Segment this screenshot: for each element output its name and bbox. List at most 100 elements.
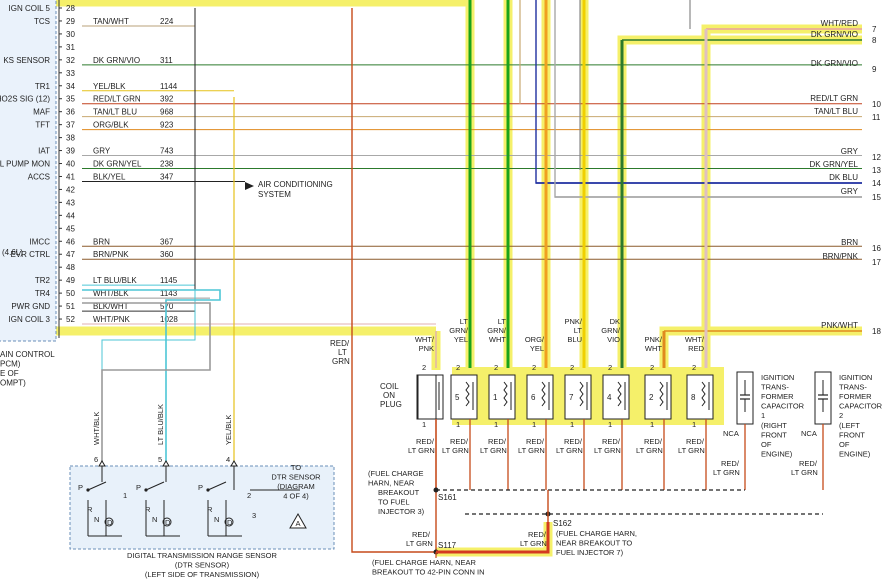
coil-pin-2: 2 — [422, 363, 426, 372]
right-wire-number: 11 — [872, 113, 881, 122]
right-wire-number: 10 — [872, 100, 881, 109]
capacitor-wire-label-2: LT GRN — [713, 468, 740, 477]
pcm-row-pin: 41 — [66, 172, 75, 181]
right-wire-label: PNK/WHT — [821, 321, 858, 330]
capacitor-1: NCAIGNITIONTRANS-FORMERCAPACITOR1(RIGHTF… — [713, 371, 805, 490]
pcm-row-pin: 52 — [66, 315, 75, 324]
capacitor-2: NCAIGNITIONTRANS-FORMERCAPACITOR2(LEFTFR… — [791, 371, 883, 490]
dtr-pin-arrow — [98, 460, 106, 467]
dtr-pin-arrow — [230, 460, 238, 467]
pcm-row-wire-color: BLK/YEL — [93, 172, 126, 181]
pcm-row-wire-color: YEL/BLK — [93, 82, 126, 91]
s117-wire-label-1: RED/ — [412, 530, 431, 539]
dtr-wire-label: WHT/BLK — [92, 412, 101, 445]
pcm-row-label: ACCS — [28, 172, 50, 181]
capacitor-title: IGNITION — [839, 373, 872, 382]
coil-pin-2: 2 — [456, 363, 460, 372]
dtr-title: (LEFT SIDE OF TRANSMISSION) — [145, 570, 260, 579]
pcm-row-wire-color: BRN/PNK — [93, 250, 129, 259]
right-wire-label: RED/LT GRN — [810, 94, 858, 103]
pcm-row: 31 — [59, 43, 75, 52]
coil-bottom-label-1: RED/ — [526, 437, 545, 446]
pcm-row-pin: 35 — [66, 95, 75, 104]
dtr-letter-p: P — [136, 483, 141, 492]
coil-number: 6 — [531, 393, 536, 402]
coil-bottom-label-2: LT GRN — [480, 446, 507, 455]
s117-wire-label-2: LT GRN — [406, 539, 433, 548]
coil-top-label: LT — [460, 317, 469, 326]
pcm-row-pin: 34 — [66, 82, 75, 91]
coil-top-label: GRN/ — [487, 326, 507, 335]
coil-pin-1: 1 — [532, 420, 536, 429]
pcm-row-wire-color: GRY — [93, 147, 111, 156]
coil-top-label: YEL — [454, 335, 468, 344]
dtr-switch-pivot — [86, 488, 90, 492]
pcm-row-wire-color: ORG/BLK — [93, 121, 129, 130]
pcm-row-circuit: 347 — [160, 172, 174, 181]
pcm-row-circuit: 360 — [160, 250, 174, 259]
coil-bottom-label-1: RED/ — [644, 437, 663, 446]
coil-winding — [579, 381, 584, 407]
pcm-connector-box — [0, 0, 60, 342]
coil-bottom-label-2: LT GRN — [678, 446, 705, 455]
dtr-pin-arrow — [162, 460, 170, 467]
pcm-row-circuit: 238 — [160, 160, 174, 169]
pcm-row-label: TCS — [34, 17, 50, 26]
pcm-row-pin: 48 — [66, 263, 75, 272]
coil-bottom-label-2: LT GRN — [408, 446, 435, 455]
right-wire-label: TAN/LT BLU — [814, 107, 858, 116]
red-lt-grn-label-3: GRN — [332, 357, 350, 366]
pcm-row: ACCS 41 BLK/YEL 347 — [28, 172, 245, 182]
pcm-row-label: IAT — [38, 147, 50, 156]
dtr-title: DIGITAL TRANSMISSION RANGE SENSOR — [127, 551, 277, 560]
capacitor-title: CAPACITOR — [761, 402, 805, 411]
coil-bottom-label-1: RED/ — [686, 437, 705, 446]
right-wire-label: DK GRN/VIO — [811, 59, 858, 68]
s162-note: (FUEL CHARGE HARN, — [556, 529, 637, 538]
coil-number: 1 — [493, 393, 498, 402]
coil-top-label: WHT/ — [685, 335, 705, 344]
pcm-row-pin: 36 — [66, 108, 75, 117]
right-wire-label: DK GRN/VIO — [811, 30, 858, 39]
coil-3-shell — [417, 374, 437, 420]
coil-top-label: RED — [688, 344, 704, 353]
pcm-row-circuit: 968 — [160, 108, 174, 117]
pcm-row: 42 — [59, 185, 75, 194]
coil-top-label: WHT/ — [415, 335, 435, 344]
ac-label-line-1: AIR CONDITIONING — [258, 180, 333, 189]
pcm-row-wire-color: DK GRN/YEL — [93, 160, 142, 169]
highlight-coil-8-wire — [701, 24, 862, 370]
coil-bottom-label-2: LT GRN — [518, 446, 545, 455]
pcm-row: 30 — [59, 30, 75, 39]
coil-pin-2: 2 — [494, 363, 498, 372]
coil-top-label: BLU — [567, 335, 582, 344]
coil-on-plug-label-3: PLUG — [380, 400, 402, 409]
coil-bottom-label-1: RED/ — [450, 437, 469, 446]
dtr-letter-r: R — [87, 505, 93, 514]
right-wire-label: DK BLU — [829, 173, 858, 182]
s161-dot — [433, 487, 439, 493]
capacitor-location: ENGINE) — [839, 450, 871, 459]
capacitor-wire-label-1: RED/ — [799, 459, 818, 468]
coil-number: 4 — [607, 393, 612, 402]
coil-top-label: GRN/ — [449, 326, 469, 335]
pcm-row-pin: 39 — [66, 147, 75, 156]
capacitor-wire-label-1: RED/ — [721, 459, 740, 468]
coil-pin-1: 1 — [494, 420, 498, 429]
s161-note: HARN, NEAR — [368, 479, 415, 488]
capacitor-body — [814, 371, 832, 425]
dtr-box — [69, 465, 335, 550]
s162-note: NEAR BREAKOUT TO — [556, 539, 632, 548]
